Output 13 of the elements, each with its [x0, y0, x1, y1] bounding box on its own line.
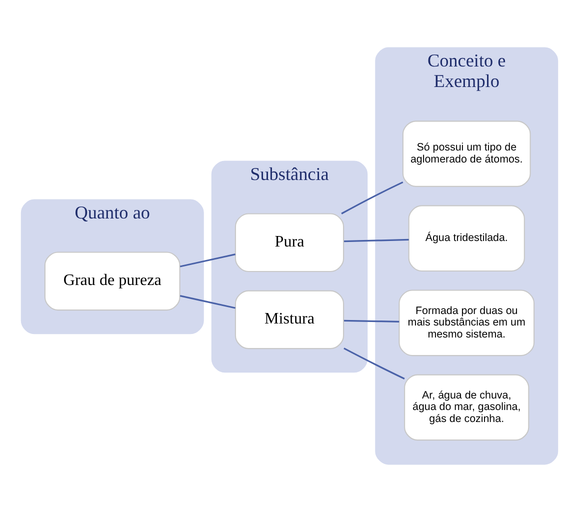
node-box: Mistura — [234, 290, 344, 349]
node-box: Grau de pureza — [44, 251, 180, 310]
node-box: Só possui um tipo de aglomerado de átomos. — [402, 120, 531, 186]
connector — [341, 180, 404, 214]
connector — [180, 253, 236, 267]
node-box: Ar, água de chuva, água do mar, gasolina, gás de cozinha. — [404, 374, 530, 440]
connector — [180, 294, 236, 308]
node-box: Pura — [234, 212, 344, 272]
node-box: Água tridestilada. — [408, 204, 525, 272]
connector — [344, 319, 400, 322]
connector — [344, 347, 405, 379]
connector — [344, 238, 409, 242]
node-box: Formada por duas ou mais substâncias em um mesmo sistema. — [398, 289, 535, 356]
